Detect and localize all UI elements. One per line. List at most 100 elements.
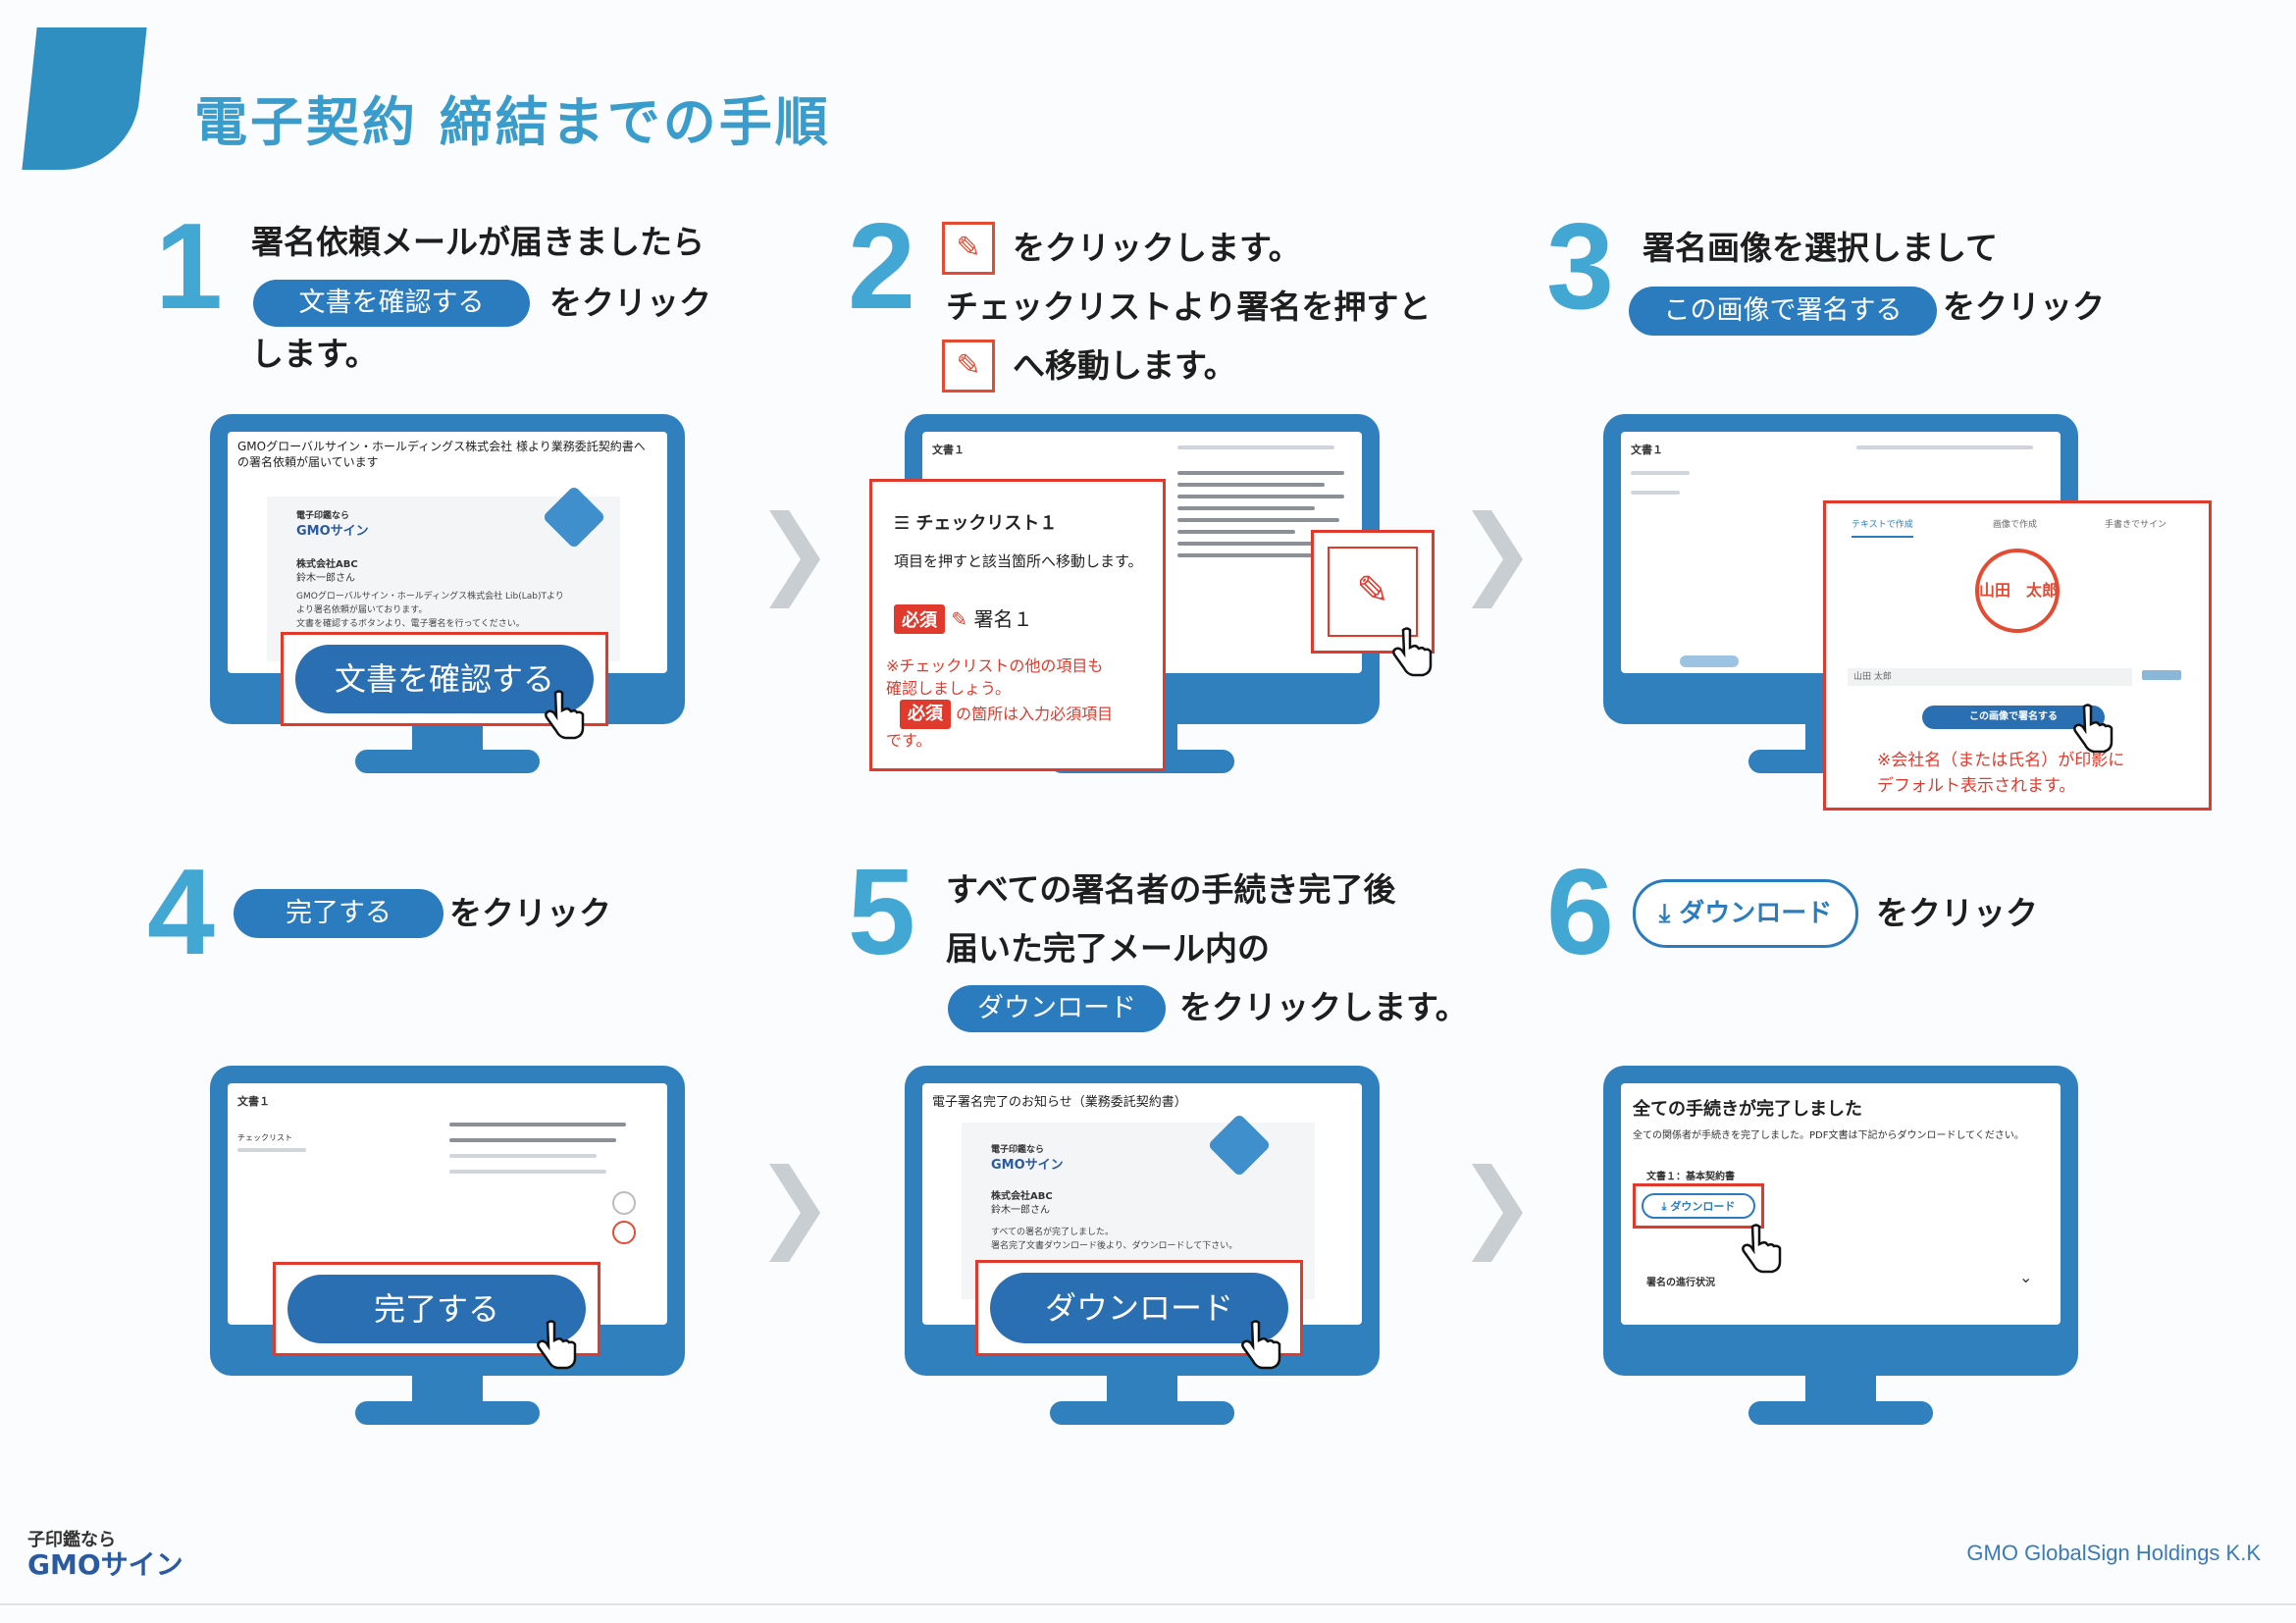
complete-desc: 全ての関係者が手続きを完了しました。PDF文書は下記からダウンロードしてください…	[1633, 1130, 2024, 1141]
brand-small: 電子印鑑なら	[991, 1145, 1045, 1155]
checklist-desc: 項目を押すと該当箇所へ移動します。	[894, 552, 1143, 570]
brand-small: 電子印鑑なら	[296, 511, 350, 521]
footer-logo-text: GMOサイン	[27, 1547, 183, 1581]
list-icon: ☰	[894, 513, 911, 534]
sign-with-image-button[interactable]: この画像で署名する	[1922, 706, 2105, 729]
company-name: 株式会社ABC	[296, 559, 358, 570]
sign-label: 署名１	[973, 607, 1033, 631]
signing-status: 署名の進行状況	[1646, 1278, 1715, 1288]
step4-after-pill: をクリック	[449, 894, 611, 932]
step3-sign-pill: この画像で署名する	[1629, 287, 1937, 336]
pen-icon: ✎	[942, 222, 995, 275]
monitor-step4: 文書１ チェックリスト 完了する	[210, 1066, 685, 1425]
step1-confirm-pill: 文書を確認する	[253, 280, 530, 327]
complete-heading: 全ての手続きが完了しました	[1633, 1099, 1862, 1120]
doc-label: 文書１	[1631, 444, 1663, 456]
tab-text[interactable]: テキストで作成	[1852, 517, 1913, 538]
document-name: 文書１：基本契約書	[1646, 1172, 1735, 1182]
person-name: 鈴木一郎さん	[991, 1205, 1050, 1216]
step3-after-pill: をクリック	[1943, 288, 2105, 326]
tab-image[interactable]: 画像で作成	[1993, 520, 2038, 530]
hand-cursor-icon	[1392, 627, 1433, 677]
step-number-4: 4	[147, 845, 215, 980]
step-number-2: 2	[848, 199, 915, 335]
step4-complete-pill: 完了する	[234, 889, 444, 938]
complete-button[interactable]: 完了する	[287, 1275, 586, 1343]
step-number-6: 6	[1546, 845, 1614, 980]
required-badge: 必須	[894, 604, 945, 634]
step1-line3: します。	[251, 335, 378, 373]
hand-cursor-icon	[2073, 704, 2113, 754]
footer-logo: 子印鑑なら GMOサイン	[27, 1531, 183, 1581]
required-badge: 必須	[900, 700, 951, 730]
hand-cursor-icon	[545, 690, 585, 740]
step5-line2: 届いた完了メール内の	[946, 929, 1270, 968]
arrow-right-icon	[769, 1164, 820, 1262]
step2-line1: をクリックします。	[1013, 229, 1301, 267]
step5-line1: すべての署名者の手続き完了後	[946, 870, 1396, 909]
chevron-down-icon[interactable]: ⌄	[2019, 1268, 2033, 1286]
checklist-title: チェックリスト１	[915, 513, 1058, 534]
step-number-5: 5	[848, 845, 915, 980]
checklist-label: チェックリスト	[237, 1133, 292, 1142]
step5-download-pill: ダウンロード	[948, 985, 1166, 1032]
email-title: 電子署名完了のお知らせ（業務委託契約書）	[932, 1095, 1187, 1110]
step1-line1: 署名依頼メールが届きましたら	[251, 223, 704, 261]
step6-after-pill: をクリック	[1876, 894, 2038, 932]
confirm-button-highlight: 文書を確認する	[281, 632, 608, 726]
hand-cursor-icon	[1241, 1320, 1281, 1370]
pen-icon: ✎	[951, 607, 968, 631]
download-button[interactable]: ⤓ ダウンロード	[1642, 1193, 1755, 1219]
note-line-2: デフォルト表示されます。	[1877, 775, 2076, 796]
note-line-4: です。	[886, 731, 932, 751]
arrow-right-icon	[1472, 1164, 1523, 1262]
signature-popup: テキストで作成 画像で作成 手書きでサイン 山田 太郎 山田 太郎 この画像で署…	[1823, 500, 2212, 811]
monitor-step6: 全ての手続きが完了しました 全ての関係者が手続きを完了しました。PDF文書は下記…	[1603, 1066, 2078, 1425]
download-icon: ⤓	[1658, 899, 1671, 928]
complete-button-highlight: 完了する	[273, 1262, 600, 1356]
step2-line2: チェックリストより署名を押すと	[946, 288, 1432, 326]
person-name: 鈴木一郎さん	[296, 573, 355, 584]
download-button[interactable]: ダウンロード	[990, 1273, 1288, 1343]
brand-logo: GMOサイン	[991, 1158, 1064, 1173]
step6-download-label: ダウンロード	[1679, 899, 1833, 928]
note-line-1: ※会社名（または氏名）が印影に	[1877, 751, 2125, 770]
checklist-item-sign[interactable]: 必須 ✎ 署名１	[894, 603, 1032, 634]
monitor-step1: GMOグローバルサイン・ホールディングス株式会社 様より業務委託契約書への署名依…	[210, 414, 685, 773]
seal-stamp[interactable]: 山田 太郎	[1975, 549, 2060, 633]
hand-cursor-icon	[1742, 1224, 1782, 1274]
corner-decoration	[22, 27, 147, 170]
monitor-step5: 電子署名完了のお知らせ（業務委託契約書） 電子印鑑なら GMOサイン 株式会社A…	[905, 1066, 1380, 1425]
step-number-1: 1	[155, 199, 223, 335]
step1-after-pill: をクリック	[549, 284, 711, 322]
footer-company: GMO GlobalSign Holdings K.K	[1966, 1541, 2261, 1565]
company-name: 株式会社ABC	[991, 1191, 1053, 1202]
brand-logo: GMOサイン	[296, 524, 369, 539]
page-title: 電子契約 締結までの手順	[194, 91, 831, 153]
step6-download-pill: ⤓ ダウンロード	[1633, 879, 1858, 948]
name-field[interactable]: 山田 太郎	[1848, 668, 2132, 686]
tab-handwritten[interactable]: 手書きでサイン	[2105, 520, 2167, 530]
arrow-right-icon	[769, 510, 820, 608]
checklist-popup: ☰ チェックリスト１ 項目を押すと該当箇所へ移動します。 必須 ✎ 署名１ ※チ…	[869, 479, 1166, 771]
arrow-right-icon	[1472, 510, 1523, 608]
step2-line3: へ移動します。	[1013, 346, 1236, 385]
download-icon: ⤓	[1661, 1200, 1667, 1213]
pen-icon: ✎	[942, 340, 995, 393]
download-button-highlight: ダウンロード	[975, 1260, 1303, 1356]
note-line-1: ※チェックリストの他の項目も	[886, 656, 1104, 675]
email-body-2: 署名完了文書ダウンロード後より、ダウンロードして下さい。	[991, 1241, 1238, 1251]
confirm-document-button[interactable]: 文書を確認する	[295, 645, 594, 713]
step-number-3: 3	[1546, 199, 1614, 335]
doc-label: 文書１	[932, 444, 965, 456]
step5-after-pill: をクリックします。	[1179, 988, 1468, 1026]
hand-cursor-icon	[537, 1320, 577, 1370]
pen-icon[interactable]: ✎	[1328, 547, 1418, 637]
pen-target-highlight: ✎	[1311, 530, 1435, 654]
download-label: ダウンロード	[1670, 1200, 1736, 1213]
doc-label: 文書１	[237, 1095, 270, 1108]
email-body-2: より署名依頼が届いております。	[296, 605, 428, 615]
email-body-1: すべての署名が完了しました。	[991, 1228, 1115, 1237]
divider	[0, 1603, 2296, 1605]
email-title: GMOグローバルサイン・ホールディングス株式会社 様より業務委託契約書への署名依…	[237, 440, 646, 469]
